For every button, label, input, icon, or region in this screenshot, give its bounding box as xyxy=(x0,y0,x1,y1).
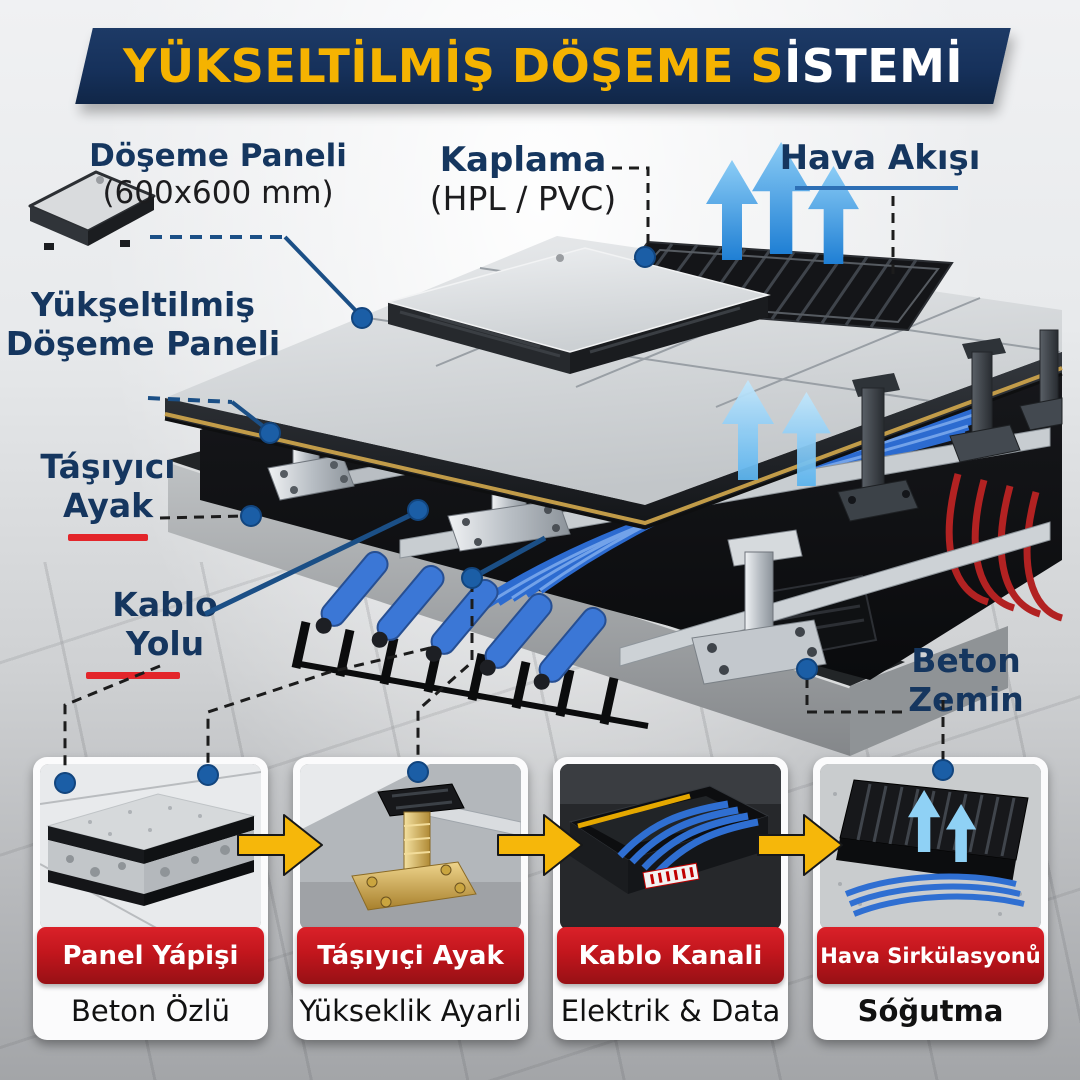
card-pedestal-subtitle: Yükseklik Ayarli xyxy=(299,994,522,1028)
callout-beton-zemin: Beton Zemin xyxy=(878,641,1054,720)
callout-kablo-yolu: Kablo Yolu xyxy=(72,585,258,679)
callout-beton-line1: Beton xyxy=(911,641,1021,680)
callout-doseme-paneli-label: Döşeme Paneli xyxy=(89,138,347,174)
cable-channel-photo xyxy=(560,764,781,930)
callout-yukseltilmis-line2: Döşeme Paneli xyxy=(5,323,281,363)
panel-structure-photo xyxy=(40,764,261,930)
pedestal-chrome-center xyxy=(691,529,827,685)
callout-tasiyici-ayak: Táşıyıcı Ayak xyxy=(22,447,194,541)
card-cable-channel-subtitle: Elektrik & Data xyxy=(560,994,781,1028)
air-flow-arrows-top xyxy=(706,142,859,264)
red-underline xyxy=(86,671,180,679)
callout-kaplama-label: Kaplama xyxy=(439,140,607,180)
card-panel-structure-subtitle: Beton Özlü xyxy=(71,994,230,1028)
callout-hava-akisi: Hava Akışı xyxy=(775,138,985,178)
callout-kablo-yolu-label: Kablo Yolu xyxy=(112,585,218,663)
brass-edge-trim xyxy=(164,366,1063,526)
callout-beton-line2: Zemin xyxy=(908,679,1024,719)
title-part-yellow: YÜKSELTİLMİŞ DÖŞEME S xyxy=(122,39,785,93)
callout-yukseltilmis-doseme: Yükşeltilmiş Döşeme Paneli xyxy=(2,285,284,364)
callout-hava-akisi-label: Hava Akışı xyxy=(779,138,981,178)
callout-tasiyici-line2: Ayak xyxy=(62,485,154,525)
card-air-circulation-title: Hava Sirkülasyonů xyxy=(817,927,1044,984)
title-part-white: İSTEMİ xyxy=(784,39,964,93)
lifted-floor-panel xyxy=(385,247,771,374)
floor-panel-icon xyxy=(28,170,156,250)
pedestal-photo xyxy=(300,764,521,930)
air-flow-arrows-cavity xyxy=(722,380,831,486)
card-panel-structure: Panel Yápişi Beton Özlü xyxy=(33,757,268,1040)
callout-kaplama: Kaplama (HPL / PVC) xyxy=(398,140,648,219)
pedestals-steel-right xyxy=(837,329,1063,522)
card-panel-structure-title: Panel Yápişi xyxy=(37,927,264,984)
callout-doseme-paneli-size: (600x600 mm) xyxy=(102,174,334,211)
air-circulation-photo xyxy=(820,764,1041,930)
card-air-circulation-subtitle: Sóğutma xyxy=(857,994,1004,1028)
card-cable-channel-title: Kablo Kanali xyxy=(557,927,784,984)
card-air-circulation: Hava Sirkülasyonů Sóğutma xyxy=(813,757,1048,1040)
callout-doseme-paneli: Döşeme Paneli (600x600 mm) xyxy=(84,138,352,211)
callout-yukseltilmis-line1: Yükşeltilmiş xyxy=(30,285,255,324)
callout-tasiyici-line1: Táşıyıcı xyxy=(40,447,176,486)
card-pedestal-title: Táşıyıçi Ayak xyxy=(297,927,524,984)
red-cable-comb xyxy=(945,473,1064,622)
card-cable-channel: Kablo Kanali Elektrik & Data xyxy=(553,757,788,1040)
card-pedestal: Táşıyıçi Ayak Yükseklik Ayarli xyxy=(293,757,528,1040)
callout-kaplama-material: (HPL / PVC) xyxy=(429,179,617,219)
red-underline xyxy=(68,533,148,541)
